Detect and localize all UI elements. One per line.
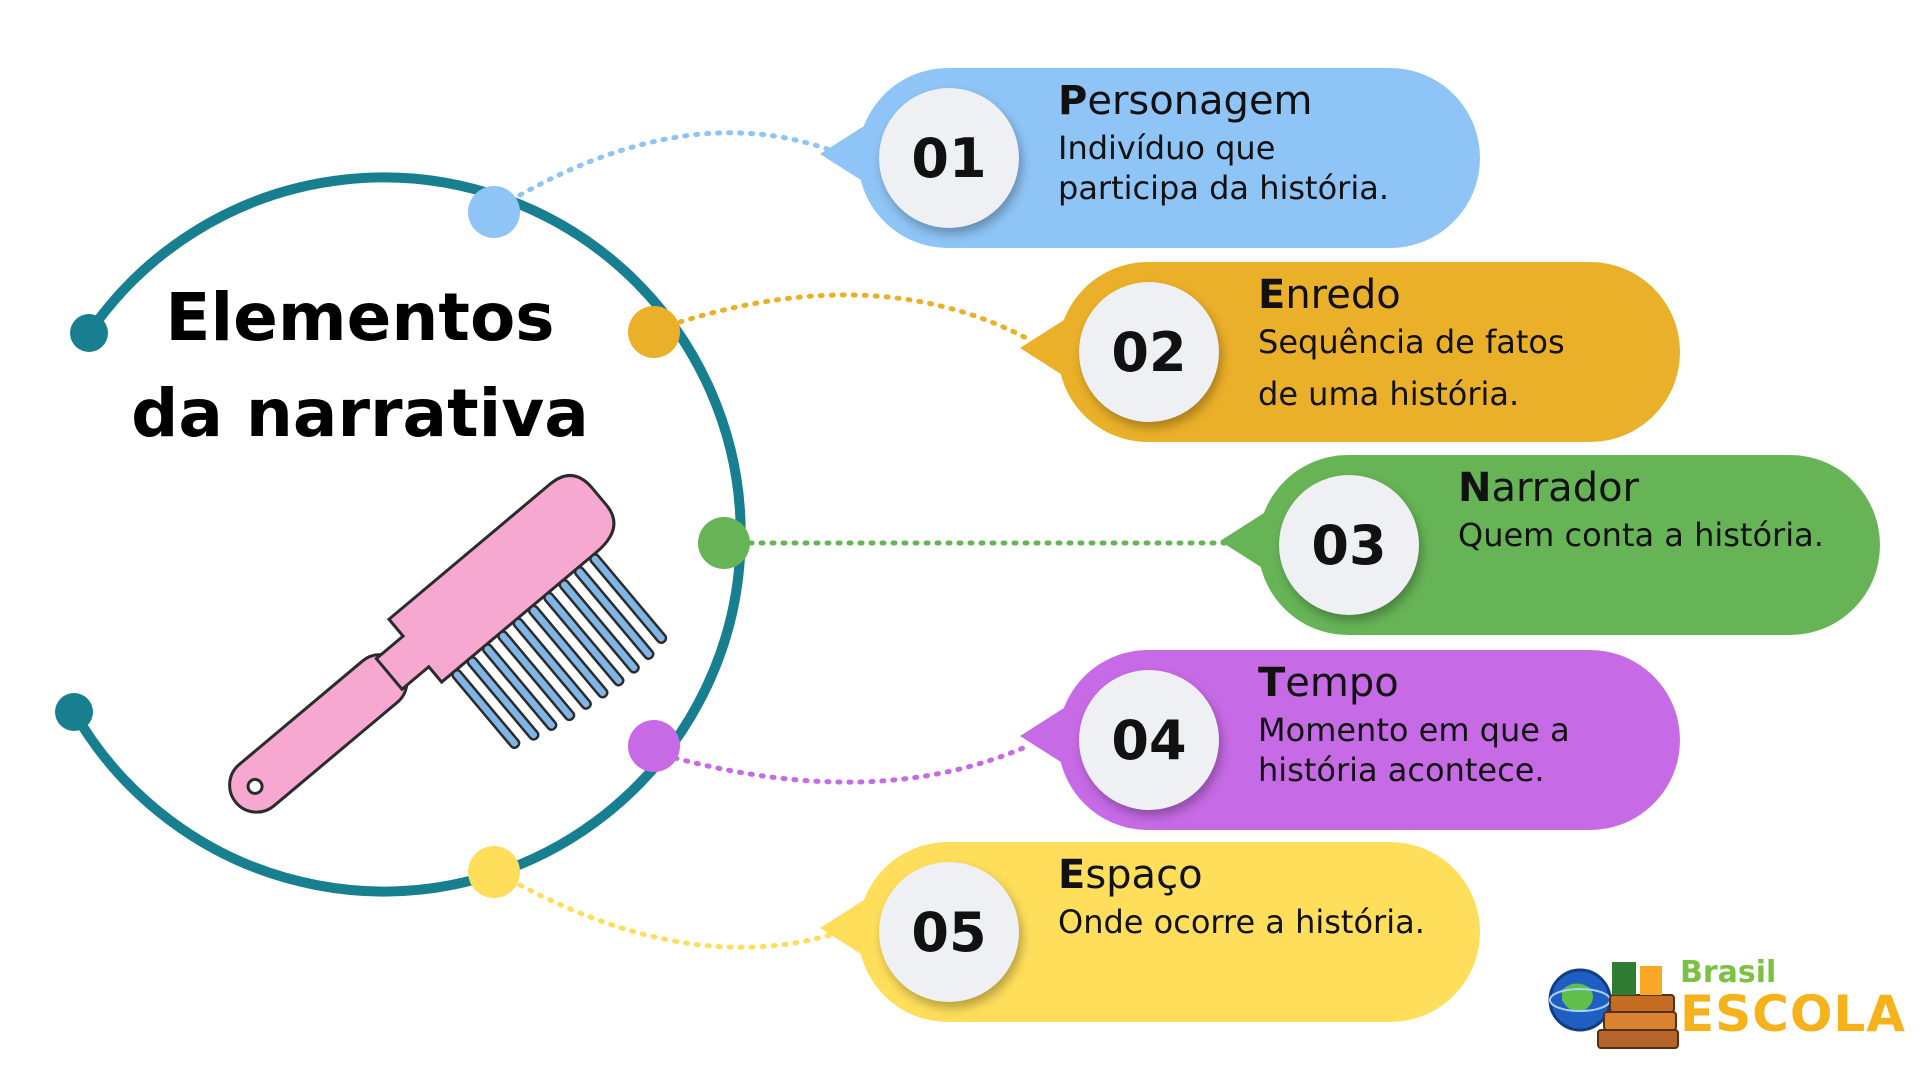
item-description-line-1: Sequência de fatos	[1258, 323, 1565, 361]
ring-dot-01	[468, 186, 520, 238]
item-number: 01	[879, 88, 1019, 228]
item-title-rest: ersonagem	[1087, 78, 1313, 124]
item-title-initial: E	[1058, 852, 1086, 898]
item-card-03: 03 Narrador Quem conta a história.	[1220, 455, 1880, 635]
item-card-02: 02 Enredo Sequência de fatos de uma hist…	[1020, 262, 1680, 442]
item-title: Tempo	[1258, 658, 1656, 708]
item-title: Personagem	[1058, 76, 1456, 126]
item-title-initial: N	[1458, 465, 1492, 511]
item-title-initial: T	[1258, 660, 1286, 706]
item-description-line-2: história acontece.	[1258, 751, 1545, 789]
item-card-01: 01 Personagem Indivíduo que participa da…	[820, 68, 1480, 248]
item-description-line-2: participa da história.	[1058, 169, 1389, 207]
ring-dot-05	[468, 846, 520, 898]
item-number: 05	[879, 862, 1019, 1002]
item-description-line-1: Indivíduo que	[1058, 129, 1276, 167]
title-line-2: da narrativa	[131, 375, 589, 452]
diagram-title: Elementos da narrativa	[110, 270, 610, 462]
item-text: Tempo Momento em que a história acontece…	[1258, 658, 1656, 790]
item-title-initial: P	[1058, 78, 1088, 124]
item-number: 02	[1079, 282, 1219, 422]
title-line-1: Elementos	[165, 279, 555, 356]
connector-01	[517, 130, 833, 198]
item-description-line-2: de uma história.	[1258, 375, 1520, 413]
item-text: Enredo Sequência de fatos de uma históri…	[1258, 270, 1656, 414]
connector-04	[672, 742, 1033, 785]
card-pointer	[1220, 513, 1264, 569]
card-pointer	[1020, 708, 1064, 764]
item-title: Espaço	[1058, 850, 1456, 900]
logo-escola-text: ESCOLA	[1680, 985, 1906, 1043]
logo-brasil-text: Brasil	[1680, 955, 1777, 990]
item-text: Narrador Quem conta a história.	[1458, 463, 1856, 555]
ring-dot-04	[628, 720, 680, 772]
item-title-rest: empo	[1285, 660, 1399, 706]
ring-end-bottom	[55, 693, 93, 731]
item-description-line-1: Onde ocorre a história.	[1058, 903, 1425, 941]
item-card-05: 05 Espaço Onde ocorre a história.	[820, 842, 1480, 1022]
connector-02	[677, 292, 1033, 343]
item-title-initial: E	[1258, 272, 1286, 318]
ring-end-top	[70, 314, 108, 352]
card-pointer	[820, 126, 864, 182]
card-pointer	[1020, 320, 1064, 376]
item-card-04: 04 Tempo Momento em que a história acont…	[1020, 650, 1680, 830]
connector-05	[517, 882, 833, 950]
logo-globe-icon	[1548, 968, 1612, 1032]
item-description-line-1: Momento em que a	[1258, 711, 1570, 749]
item-title-rest: nredo	[1285, 272, 1401, 318]
brasil-escola-logo: Brasil ESCOLA	[1540, 935, 1910, 1055]
ring-dot-02	[628, 306, 680, 358]
item-number: 04	[1079, 670, 1219, 810]
item-number: 03	[1279, 475, 1419, 615]
ring-dot-03	[698, 517, 750, 569]
comb-icon	[228, 474, 668, 814]
logo-books-icon	[1597, 962, 1679, 1049]
card-pointer	[820, 900, 864, 956]
item-description-line-1: Quem conta a história.	[1458, 516, 1824, 554]
item-title-rest: arrador	[1491, 465, 1640, 511]
item-text: Personagem Indivíduo que participa da hi…	[1058, 76, 1456, 208]
item-title-rest: spaço	[1085, 852, 1203, 898]
item-text: Espaço Onde ocorre a história.	[1058, 850, 1456, 942]
item-title: Enredo	[1258, 270, 1656, 320]
item-title: Narrador	[1458, 463, 1856, 513]
